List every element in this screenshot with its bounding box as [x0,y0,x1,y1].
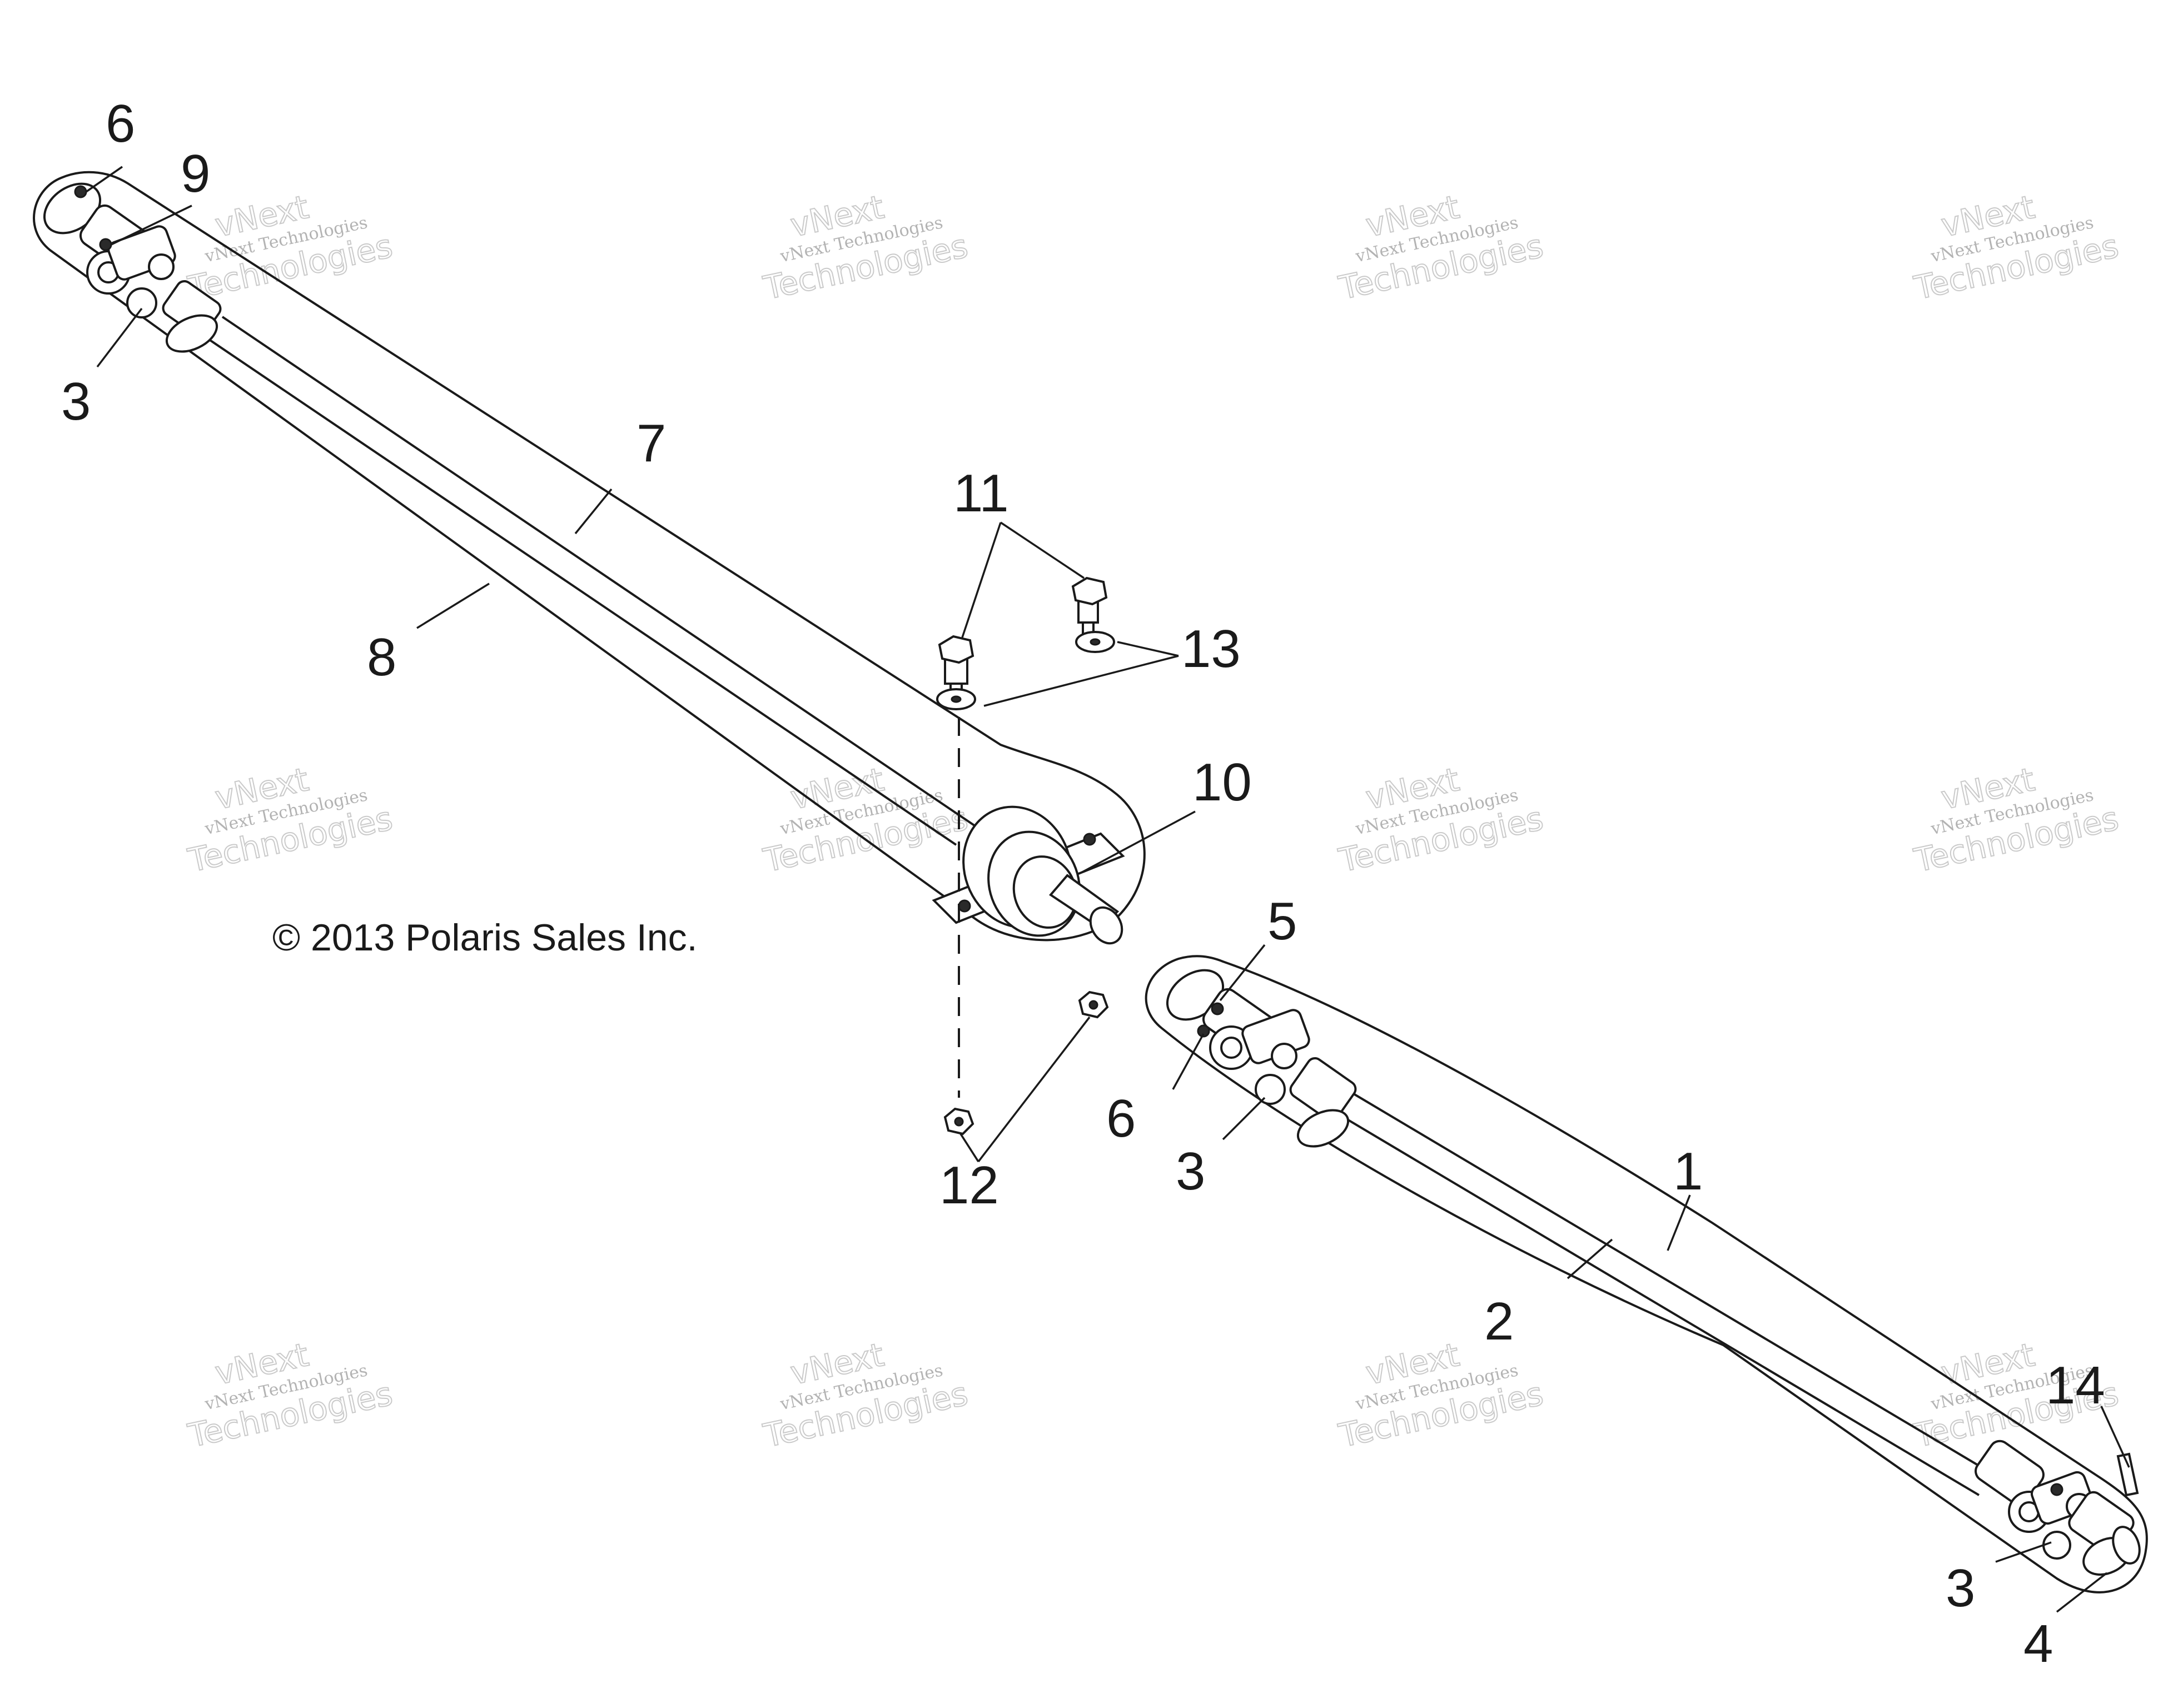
callout-2: 2 [1484,1292,1514,1351]
rear-shaft-envelope [33,171,1146,942]
copyright-notice: © 2013 Polaris Sales Inc. [272,917,698,959]
mounting-hardware [936,576,1115,1136]
front-shaft-tube [1333,1091,1997,1496]
rear-shaft-tube [199,316,979,846]
callout-3-front-rear: 3 [1176,1142,1205,1201]
callout-6-rear: 6 [106,94,135,153]
leader-lines [86,166,2130,1613]
front-shaft-envelope [1145,955,2148,1594]
callout-5: 5 [1267,892,1297,951]
callout-11: 11 [953,464,1009,523]
washer-left [936,688,976,710]
rear-prop-shaft-assembly [33,171,1146,945]
roll-pin [2116,1452,2139,1497]
washer-right [1075,631,1115,653]
callout-14: 14 [2046,1356,2105,1415]
callout-10: 10 [1192,753,1252,812]
callout-3-rear: 3 [61,372,91,431]
rear-u-joint-front [43,182,222,353]
callout-4: 4 [2023,1614,2053,1674]
nut-right [1078,990,1109,1019]
callout-9: 9 [181,144,210,203]
front-u-joint-rear [1166,969,1357,1148]
callout-12: 12 [939,1156,999,1215]
carrier-bearing [932,805,1125,945]
callout-labels: 6 9 3 7 8 11 13 10 5 6 3 12 1 2 14 3 4 [61,94,2105,1674]
callout-1: 1 [1673,1142,1703,1201]
front-prop-shaft-assembly [1145,955,2148,1594]
callout-13: 13 [1181,619,1241,679]
callout-3-front-front: 3 [1946,1558,1975,1618]
nut-left [943,1107,974,1136]
callout-7: 7 [637,414,666,473]
front-u-joint-front [1975,1440,2141,1576]
callout-8: 8 [367,628,396,687]
callout-6-front: 6 [1106,1089,1136,1148]
